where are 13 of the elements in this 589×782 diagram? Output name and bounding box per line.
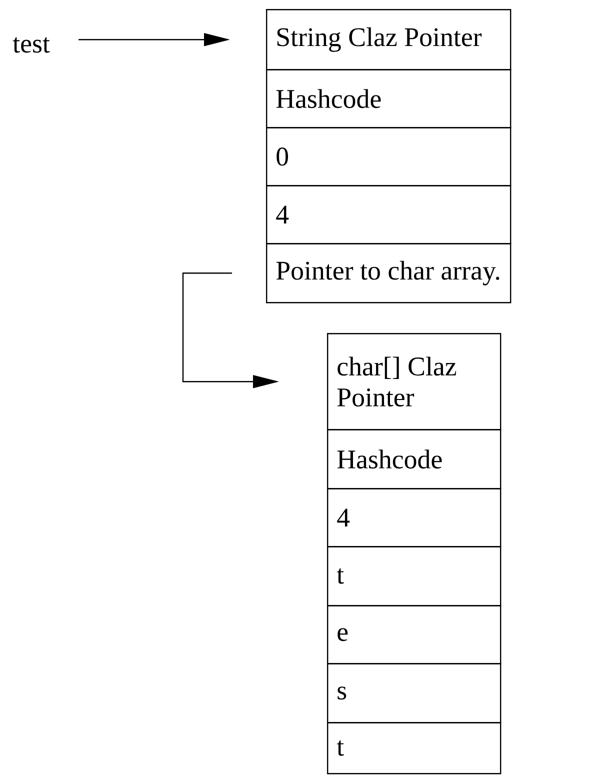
memory-cell: e: [327, 605, 502, 664]
memory-cell: t: [327, 722, 502, 774]
memory-cell: Pointer to char array.: [266, 243, 512, 304]
memory-cell: 4: [327, 488, 502, 548]
memory-cell: 0: [266, 127, 512, 186]
memory-cell: s: [327, 663, 502, 724]
memory-cell: String Claz Pointer: [266, 9, 512, 70]
memory-cell: char[] Claz Pointer: [327, 333, 502, 430]
memory-cell: 4: [266, 185, 512, 244]
memory-cell: t: [327, 546, 502, 606]
variable-label: test: [12, 37, 50, 53]
memory-cell: Hashcode: [327, 429, 502, 490]
memory-cell: Hashcode: [266, 69, 512, 128]
